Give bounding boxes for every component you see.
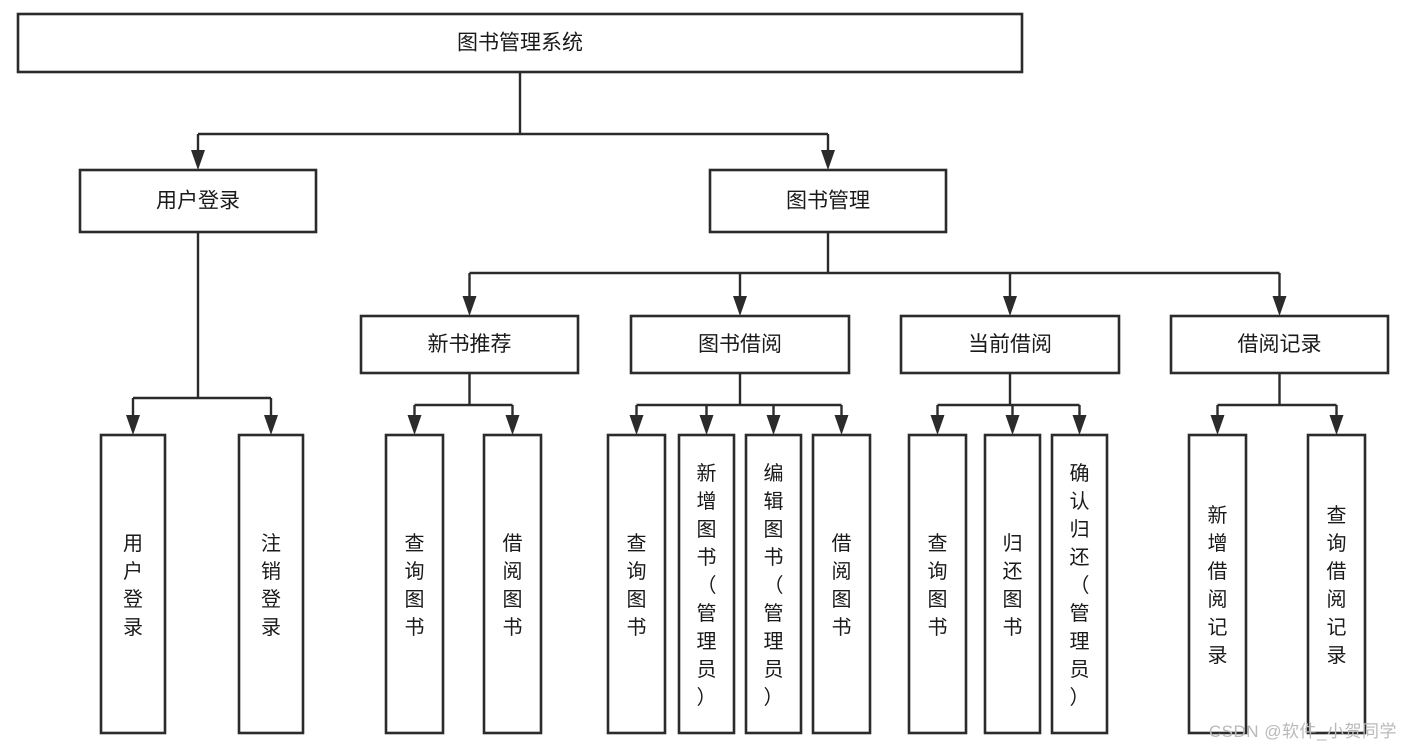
- node-leaf-用户登录[interactable]: 用户登录: [99, 433, 167, 735]
- node-leaf-新增图书管理员[interactable]: 新增图书（管理员）: [677, 433, 736, 735]
- node-box[interactable]: [983, 433, 1042, 735]
- node-leaf-新增借阅记录[interactable]: 新增借阅记录: [1187, 433, 1248, 735]
- node-label: 查询图书: [405, 532, 425, 639]
- node-l2-图书管理[interactable]: 图书管理: [708, 168, 948, 234]
- node-box[interactable]: [677, 433, 736, 735]
- arrow-head-icon: [699, 415, 714, 435]
- node-label: 确认归还（管理员）: [1070, 462, 1090, 709]
- node-label: 用户登录: [123, 533, 143, 639]
- node-box[interactable]: [359, 314, 580, 375]
- node-label: 用户登录: [156, 190, 240, 213]
- node-label: 图书管理系统: [457, 32, 583, 55]
- arrow-head-icon: [733, 296, 747, 316]
- node-leaf-注销登录[interactable]: 注销登录: [237, 433, 305, 735]
- node-label: 新增图书（管理员）: [697, 462, 717, 709]
- node-leaf-编辑图书管理员[interactable]: 编辑图书（管理员）: [744, 433, 803, 735]
- node-leaf-查询图书[interactable]: 查询图书: [907, 433, 968, 735]
- node-box[interactable]: [629, 314, 851, 375]
- edge-group-图书管理系统: [191, 72, 835, 170]
- node-box[interactable]: [606, 433, 667, 735]
- node-leaf-查询图书[interactable]: 查询图书: [606, 433, 667, 735]
- node-box[interactable]: [482, 433, 543, 735]
- edge-group-借阅记录: [1210, 373, 1344, 435]
- node-label: 当前借阅: [968, 333, 1052, 356]
- node-leaf-借阅图书[interactable]: 借阅图书: [482, 433, 543, 735]
- node-box[interactable]: [237, 433, 305, 735]
- node-label: 注销登录: [261, 532, 281, 639]
- node-root-图书管理系统[interactable]: 图书管理系统: [16, 12, 1024, 74]
- node-box[interactable]: [708, 168, 948, 234]
- node-box[interactable]: [1306, 433, 1367, 735]
- node-box[interactable]: [384, 433, 445, 735]
- node-box[interactable]: [1169, 314, 1390, 375]
- node-label: 借阅记录: [1238, 333, 1322, 356]
- node-label: 图书管理: [786, 190, 870, 213]
- node-label: 查询图书: [627, 532, 647, 639]
- node-label: 新书推荐: [428, 333, 512, 356]
- node-box[interactable]: [1187, 433, 1248, 735]
- node-box[interactable]: [78, 168, 318, 234]
- node-l3-借阅记录[interactable]: 借阅记录: [1169, 314, 1390, 375]
- node-label: 归还图书: [1003, 532, 1023, 639]
- node-label: 借阅图书: [503, 532, 523, 639]
- arrow-head-icon: [1072, 415, 1087, 435]
- arrow-head-icon: [766, 415, 781, 435]
- node-label: 图书借阅: [698, 333, 782, 356]
- arrow-head-icon: [629, 415, 644, 435]
- arrow-head-icon: [1272, 296, 1287, 316]
- node-label: 编辑图书（管理员）: [764, 462, 784, 709]
- node-leaf-归还图书[interactable]: 归还图书: [983, 433, 1042, 735]
- node-label: 新增借阅记录: [1208, 504, 1228, 667]
- node-l3-新书推荐[interactable]: 新书推荐: [359, 314, 580, 375]
- node-label: 查询图书: [928, 532, 948, 639]
- arrow-head-icon: [821, 150, 835, 170]
- node-leaf-查询借阅记录[interactable]: 查询借阅记录: [1306, 433, 1367, 735]
- node-l3-当前借阅[interactable]: 当前借阅: [899, 314, 1121, 375]
- edge-group-新书推荐: [407, 373, 520, 435]
- node-leaf-确认归还管理员[interactable]: 确认归还（管理员）: [1050, 433, 1109, 735]
- arrow-head-icon: [1329, 415, 1344, 435]
- arrow-head-icon: [462, 296, 477, 316]
- arrow-head-icon: [264, 415, 278, 435]
- arrow-head-icon: [1003, 296, 1017, 316]
- arrow-head-icon: [505, 415, 520, 435]
- arrow-head-icon: [930, 415, 945, 435]
- node-box[interactable]: [899, 314, 1121, 375]
- node-box[interactable]: [744, 433, 803, 735]
- node-label: 查询借阅记录: [1327, 504, 1347, 667]
- node-l2-用户登录[interactable]: 用户登录: [78, 168, 318, 234]
- edge-group-用户登录: [126, 232, 278, 435]
- arrow-head-icon: [191, 150, 205, 170]
- node-leaf-借阅图书[interactable]: 借阅图书: [811, 433, 872, 735]
- arrow-head-icon: [834, 415, 849, 435]
- node-box[interactable]: [907, 433, 968, 735]
- node-l3-图书借阅[interactable]: 图书借阅: [629, 314, 851, 375]
- watermark-label: CSDN @软件_小贺同学: [1208, 722, 1397, 741]
- node-leaf-查询图书[interactable]: 查询图书: [384, 433, 445, 735]
- arrow-head-icon: [1005, 415, 1020, 435]
- arrow-head-icon: [126, 415, 140, 435]
- node-label: 借阅图书: [832, 532, 852, 639]
- node-box[interactable]: [1050, 433, 1109, 735]
- arrow-head-icon: [1210, 415, 1225, 435]
- node-box[interactable]: [16, 12, 1024, 74]
- edge-group-图书管理: [462, 232, 1287, 316]
- edge-layer: [126, 72, 1344, 435]
- node-box[interactable]: [99, 433, 167, 735]
- node-box[interactable]: [811, 433, 872, 735]
- arrow-head-icon: [407, 415, 422, 435]
- node-layer: 图书管理系统用户登录图书管理新书推荐图书借阅当前借阅借阅记录用户登录注销登录查询…: [16, 12, 1390, 735]
- edge-group-当前借阅: [930, 373, 1087, 435]
- edge-group-图书借阅: [629, 373, 849, 435]
